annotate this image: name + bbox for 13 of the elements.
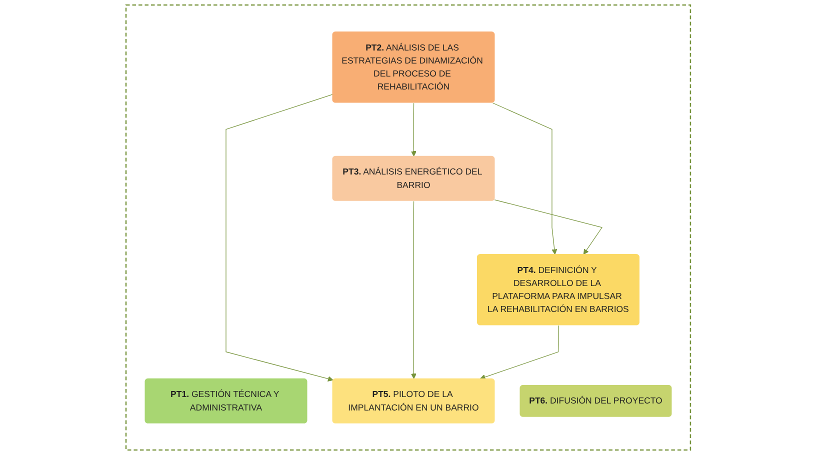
node-box: PT2. ANÁLISIS DE LAS ESTRATEGIAS DE DINAMIZACIÓN DEL PROCESO DE REHABILITACIÓN xyxy=(332,32,494,103)
arrow xyxy=(492,102,557,255)
arrow xyxy=(494,199,602,255)
cluster xyxy=(125,4,691,451)
node-box: PT3. ANÁLISIS ENERGÉTICO DEL BARRIO xyxy=(332,156,494,201)
arrow xyxy=(480,325,559,380)
node-box: PT1. GESTIÓN TÉCNICA Y ADMINISTRATIVA xyxy=(144,378,307,424)
node-box: PT5. PILOTO DE LA IMPLANTACIÓN EN UN BARRIO xyxy=(332,378,494,424)
node-box: PT4. DEFINICIÓN Y DESARROLLO DE LA PLATAFORMA PARA IMPULSAR LA REHABILITACIÓN EN BARRIOS xyxy=(476,254,640,326)
node-box: PT6. DIFUSIÓN DEL PROYECTO xyxy=(520,384,672,417)
arrow xyxy=(410,200,416,379)
arrow xyxy=(410,102,416,156)
arrow xyxy=(225,94,334,382)
